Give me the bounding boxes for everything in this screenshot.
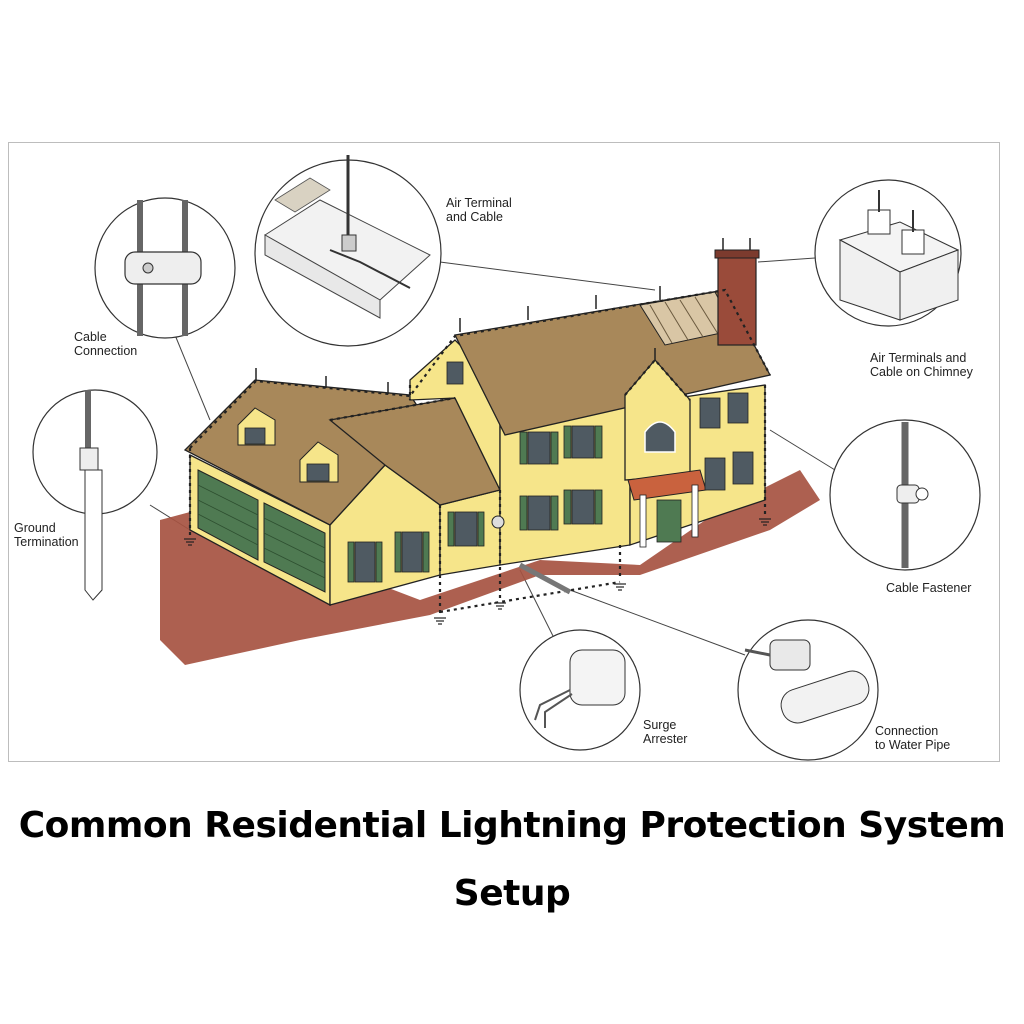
label-air-terminal-cable: Air Terminal and Cable (446, 196, 512, 224)
protection-cables (188, 288, 771, 615)
label-air-terminals-chimney: Air Terminals and Cable on Chimney (870, 351, 973, 379)
portico-column-right (691, 484, 699, 538)
leader-lines (149, 257, 836, 656)
detail-air-terminal (254, 155, 442, 347)
arched-window (644, 421, 676, 453)
detail-cable-fastener (829, 419, 981, 571)
ground-symbols (184, 518, 771, 625)
label-cable-fastener: Cable Fastener (886, 581, 972, 595)
front-door (656, 499, 682, 543)
dormer-2 (299, 441, 339, 483)
water-pipe (518, 562, 572, 595)
portico-column-left (639, 494, 647, 548)
label-cable-connection: Cable Connection (74, 330, 138, 358)
detail-cable-connection (94, 197, 236, 339)
garage-door-panels (197, 484, 326, 579)
caption-line-2: Setup (453, 873, 571, 914)
label-surge-arrester: Surge Arrester (643, 718, 688, 746)
detail-ground-termination (32, 389, 158, 601)
detail-chimney (814, 179, 962, 327)
roof-rafters (649, 296, 719, 344)
air-terminals (255, 238, 751, 394)
chimney (714, 249, 760, 346)
detail-surge-arrester (519, 629, 641, 751)
caption-line-1: Common Residential Lightning Protection … (18, 805, 1006, 846)
electric-meter (491, 515, 505, 529)
label-connection-water-pipe: Connection to Water Pipe (875, 724, 951, 752)
ground-area (160, 470, 820, 665)
windows (347, 361, 754, 583)
label-ground-termination: Ground Termination (14, 521, 79, 549)
detail-water-pipe (737, 619, 879, 761)
dormer-1 (237, 407, 276, 446)
